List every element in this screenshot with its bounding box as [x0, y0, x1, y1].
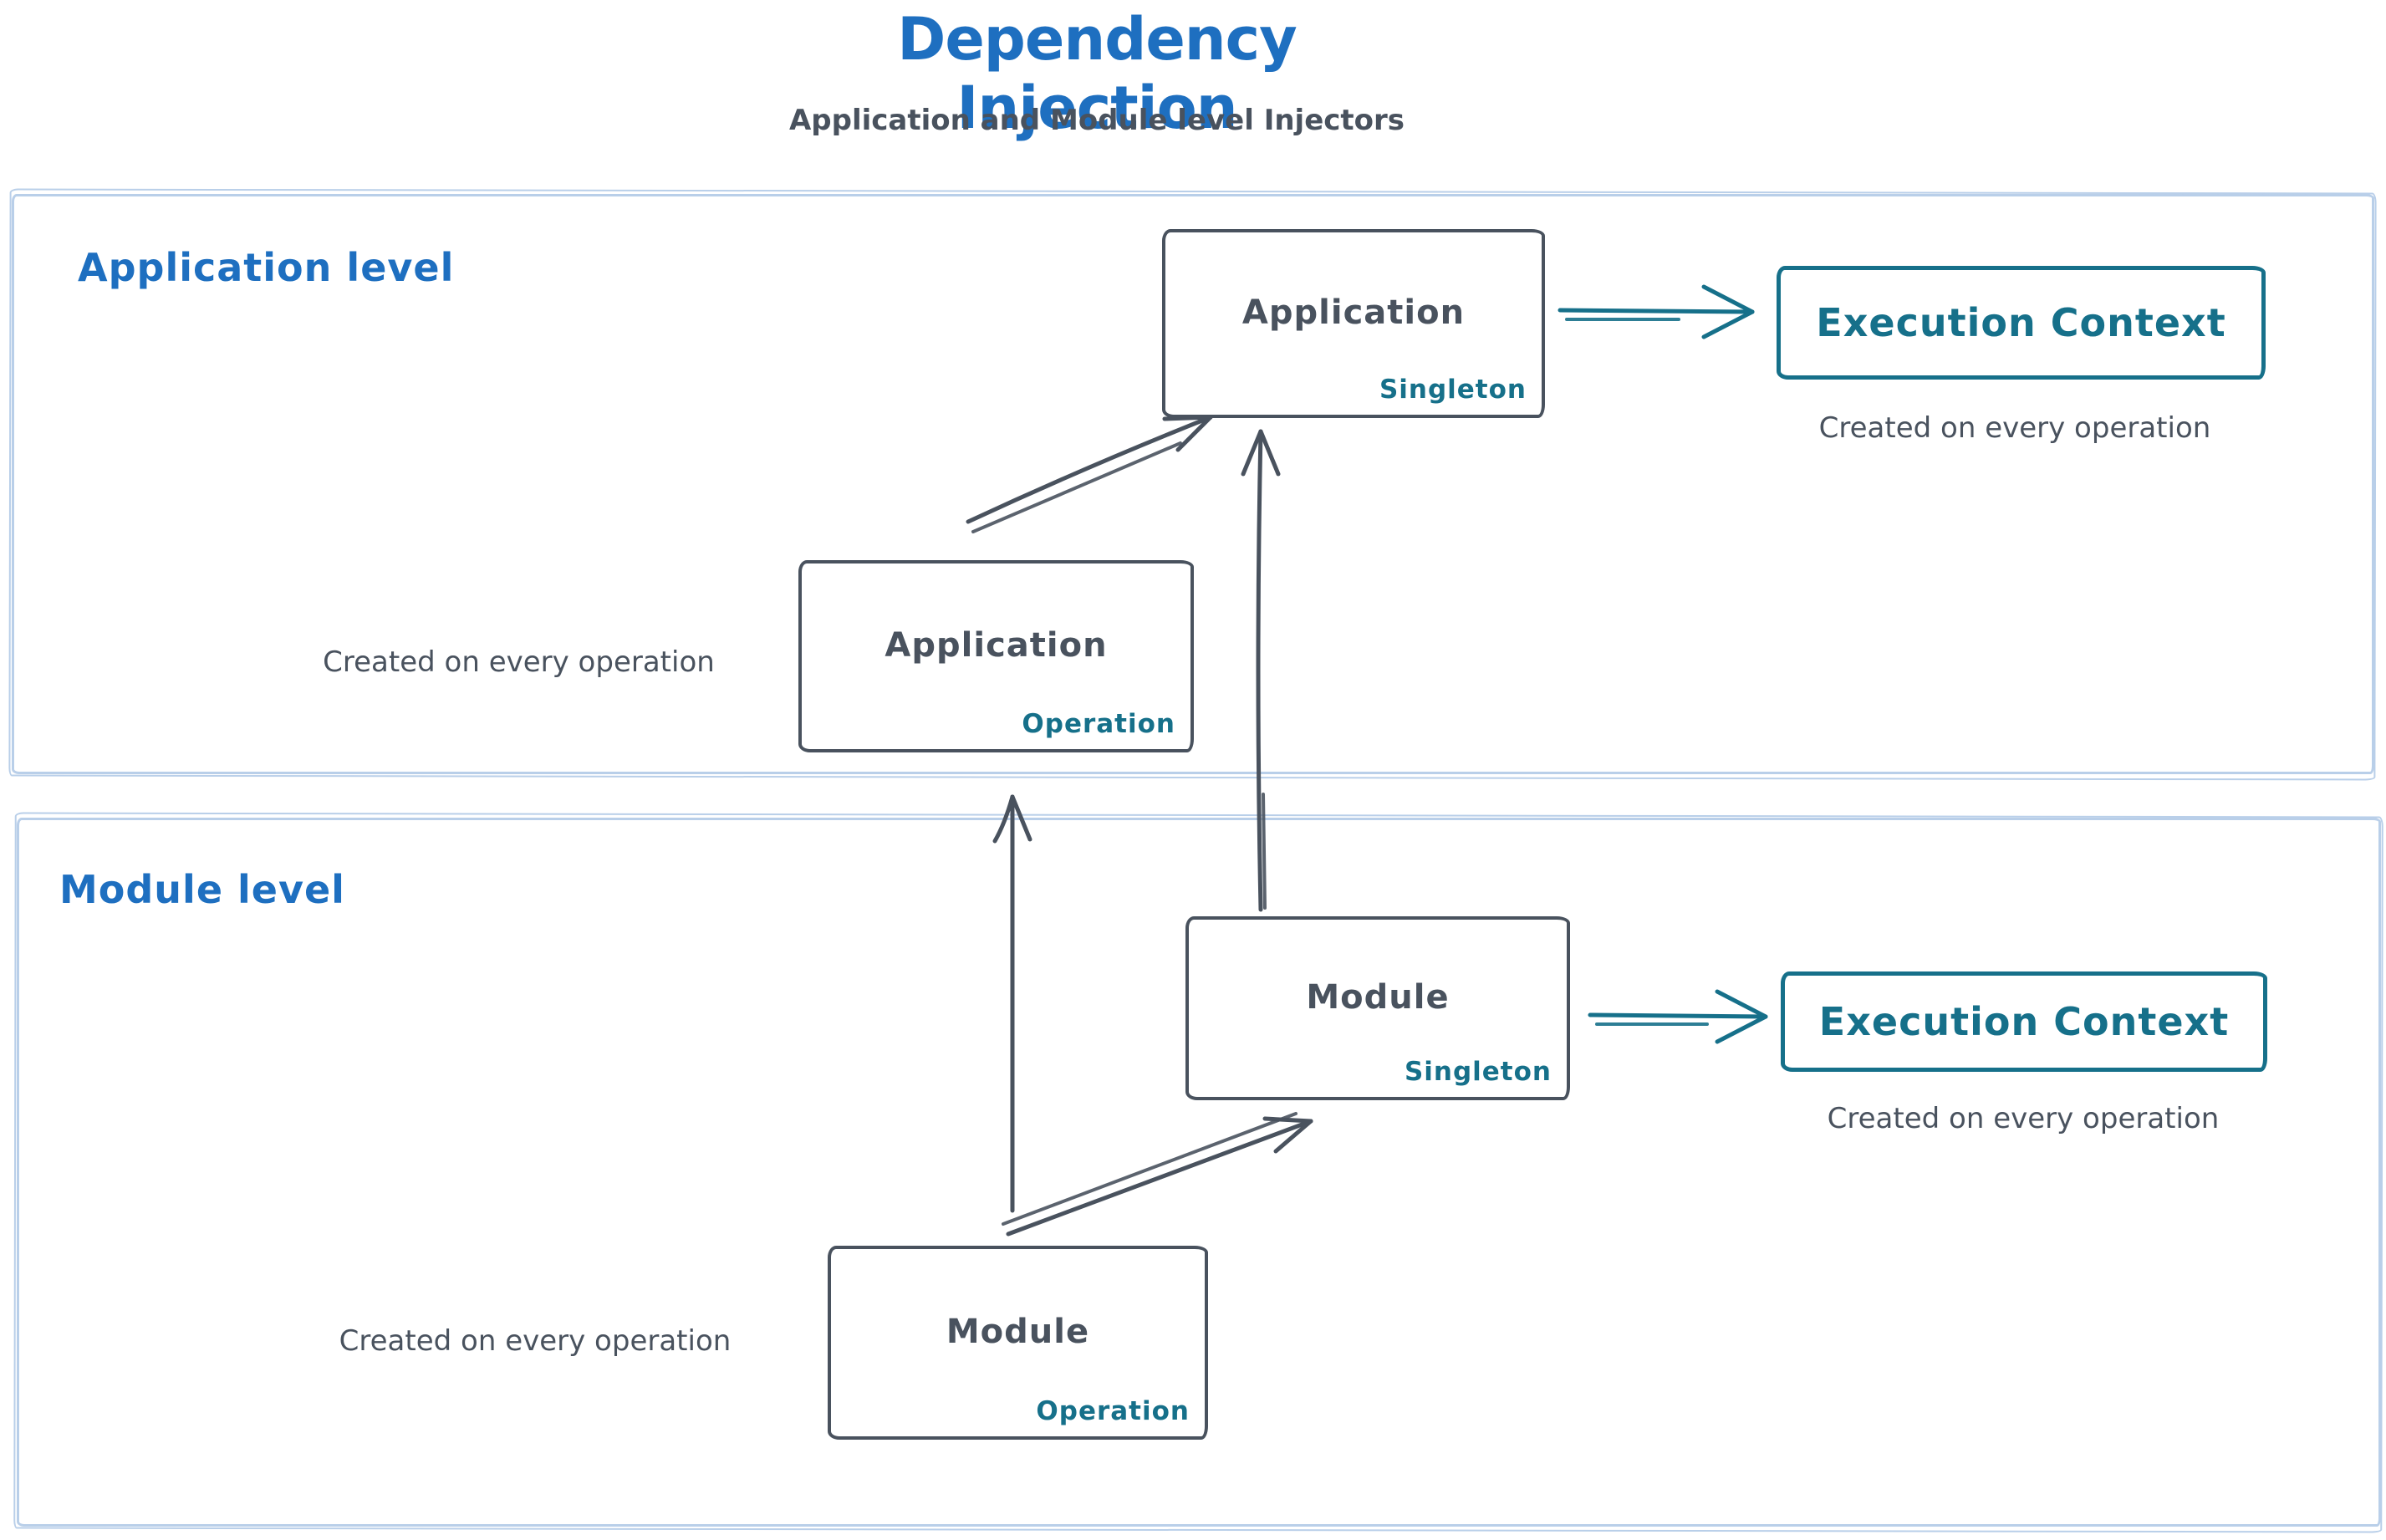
caption-execution-context-application: Created on every operation	[1818, 411, 2211, 445]
application-singleton-scope-badge: Singleton	[1379, 375, 1527, 405]
execution-context-application-label: Execution Context	[1816, 300, 2226, 345]
section-application-level-label: Application level	[78, 245, 455, 290]
module-singleton-label: Module	[1306, 978, 1450, 1017]
caption-application-operation: Created on every operation	[323, 645, 715, 679]
execution-context-box-module: Execution Context	[1781, 971, 2267, 1072]
module-operation-label: Module	[946, 1313, 1090, 1351]
application-singleton-box: Application Singleton	[1162, 229, 1545, 418]
section-module-level-label: Module level	[59, 867, 345, 912]
module-singleton-scope-badge: Singleton	[1404, 1057, 1552, 1087]
caption-module-operation: Created on every operation	[339, 1324, 732, 1358]
module-operation-box: Module Operation	[828, 1246, 1208, 1440]
application-operation-label: Application	[885, 626, 1108, 665]
diagram-subtitle: Application and Module level Injectors	[788, 104, 1405, 137]
module-operation-scope-badge: Operation	[1036, 1396, 1190, 1426]
execution-context-box-application: Execution Context	[1777, 266, 2266, 380]
application-operation-box: Application Operation	[798, 560, 1194, 752]
application-singleton-label: Application	[1241, 293, 1466, 332]
application-operation-scope-badge: Operation	[1022, 709, 1175, 739]
execution-context-module-label: Execution Context	[1818, 999, 2230, 1044]
module-singleton-box: Module Singleton	[1185, 916, 1570, 1100]
diagram-title: Dependency Injection	[897, 5, 1298, 142]
caption-execution-context-module: Created on every operation	[1827, 1102, 2220, 1135]
